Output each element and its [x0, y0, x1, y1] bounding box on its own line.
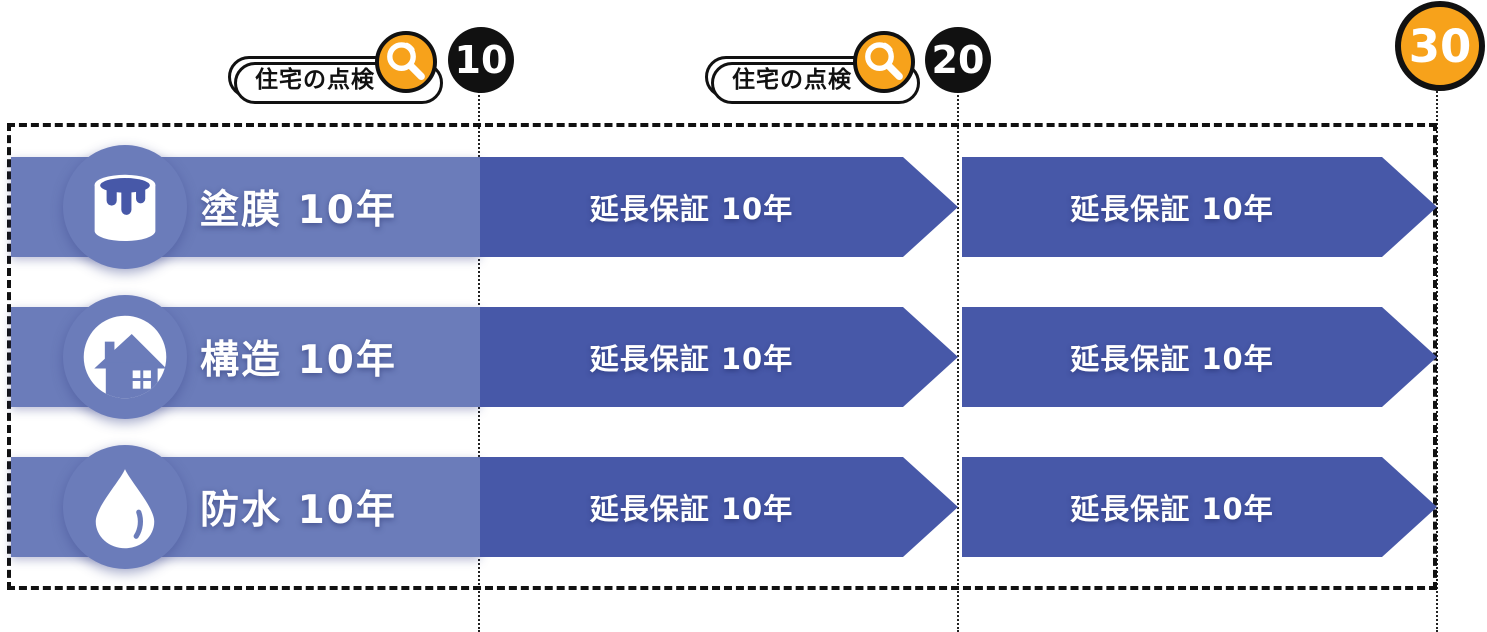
magnifying-glass-icon	[387, 42, 425, 80]
water-drop-icon	[95, 469, 155, 549]
warranty-row-waterproofing: 延長保証 10年 延長保証 10年 防水 10年	[0, 445, 1487, 569]
row-icon-badge	[63, 145, 187, 269]
row-icon-badge	[63, 295, 187, 419]
year-marker-20: 20	[925, 27, 991, 93]
year-20-guide-line	[957, 68, 959, 632]
row-title: 構造 10年	[200, 338, 397, 383]
year-marker-10: 10	[448, 27, 514, 93]
extended-warranty-label: 延長保証 10年	[1070, 192, 1274, 226]
extended-warranty-segment: 延長保証 10年	[962, 307, 1437, 407]
inspection-pill-label: 住宅の点検	[255, 67, 375, 93]
extended-warranty-segment: 延長保証 10年	[480, 457, 958, 557]
row-title: 塗膜 10年	[200, 188, 397, 233]
magnifier-badge	[375, 31, 437, 93]
extended-warranty-label: 延長保証 10年	[589, 192, 794, 226]
paint-can-icon	[94, 174, 156, 242]
row-icon-badge	[63, 445, 187, 569]
warranty-row-structure: 延長保証 10年 延長保証 10年 構造	[0, 295, 1487, 419]
extended-warranty-label: 延長保証 10年	[1070, 492, 1274, 526]
magnifier-badge	[853, 31, 915, 93]
magnifying-glass-icon	[865, 42, 903, 80]
warranty-row-paint-film: 延長保証 10年 延長保証 10年 塗膜 10年	[0, 145, 1487, 269]
row-title: 防水 10年	[200, 488, 397, 533]
inspection-pill-label: 住宅の点検	[732, 67, 852, 93]
extended-warranty-segment: 延長保証 10年	[962, 457, 1437, 557]
extended-warranty-segment: 延長保証 10年	[480, 157, 958, 257]
year-30-guide-line	[1436, 68, 1438, 632]
extended-warranty-segment: 延長保証 10年	[480, 307, 958, 407]
year-marker-30: 30	[1395, 1, 1485, 91]
extended-warranty-label: 延長保証 10年	[589, 342, 794, 376]
house-icon	[83, 315, 167, 399]
extended-warranty-segment: 延長保証 10年	[962, 157, 1437, 257]
extended-warranty-label: 延長保証 10年	[589, 492, 794, 526]
extended-warranty-label: 延長保証 10年	[1070, 342, 1274, 376]
